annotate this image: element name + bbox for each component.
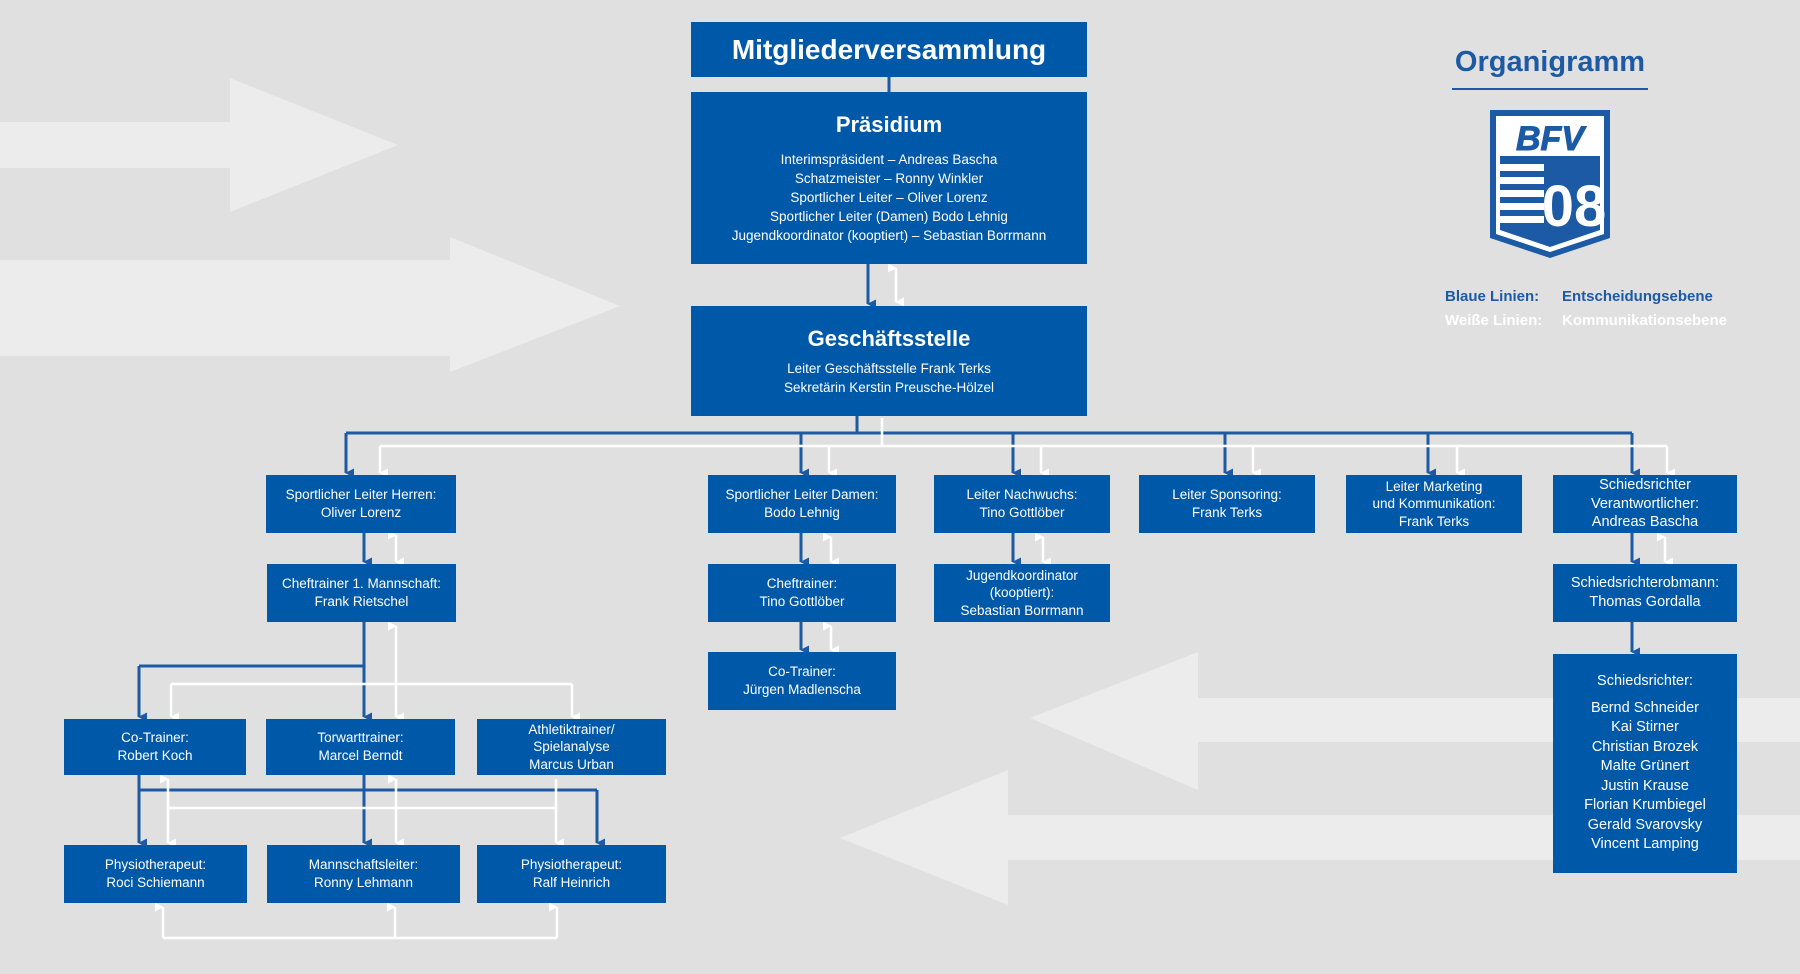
box-line: (kooptiert): bbox=[989, 585, 1055, 601]
schiedsrichter-name: Vincent Lamping bbox=[1591, 836, 1699, 853]
leiter-nachwuchs-box: Leiter Nachwuchs: Tino Gottlöber bbox=[934, 475, 1110, 533]
box-line: Leiter Nachwuchs: bbox=[966, 487, 1078, 503]
praesidium-title: Präsidium bbox=[835, 112, 943, 138]
legend-white-label: Weiße Linien: bbox=[1445, 312, 1543, 329]
box-line: Ralf Heinrich bbox=[532, 875, 611, 890]
legend-blue-label: Blaue Linien: bbox=[1445, 288, 1540, 305]
box-line: Bodo Lehnig bbox=[764, 505, 840, 520]
box-line: Andreas Bascha bbox=[1591, 514, 1699, 531]
praesidium-box: Präsidium Interimspräsident – Andreas Ba… bbox=[691, 92, 1087, 264]
box-line: Roci Schiemann bbox=[106, 875, 205, 890]
schiedsrichter-name: Bernd Schneider bbox=[1590, 699, 1699, 716]
legend-blue-value: Entscheidungsebene bbox=[1562, 288, 1713, 305]
sportlicher-leiter-herren-box: Sportlicher Leiter Herren: Oliver Lorenz bbox=[266, 475, 456, 533]
box-line: Jürgen Madlenscha bbox=[743, 682, 861, 697]
box-line: Spielanalyse bbox=[533, 739, 610, 755]
mitgliederversammlung-title: Mitgliederversammlung bbox=[731, 33, 1047, 65]
praesidium-line: Sportlicher Leiter (Damen) Bodo Lehnig bbox=[770, 208, 1008, 224]
praesidium-line: Sportlicher Leiter – Oliver Lorenz bbox=[790, 189, 988, 205]
praesidium-line: Schatzmeister – Ronny Winkler bbox=[794, 170, 984, 186]
box-line: Sportlicher Leiter Herren: bbox=[285, 487, 437, 503]
co-trainer-koch-box: Co-Trainer: Robert Koch bbox=[64, 719, 246, 775]
schiedsrichter-name: Justin Krause bbox=[1601, 777, 1689, 794]
box-line: Tino Gottlöber bbox=[979, 505, 1065, 520]
schiedsrichter-box: Schiedsrichter: Bernd Schneider Kai Stir… bbox=[1553, 654, 1737, 873]
physiotherapeut-heinrich-box: Physiotherapeut: Ralf Heinrich bbox=[477, 845, 666, 903]
cheftrainer-1-mannschaft-box: Cheftrainer 1. Mannschaft: Frank Rietsch… bbox=[267, 564, 456, 622]
geschaeftsstelle-title: Geschäftsstelle bbox=[807, 325, 971, 351]
legend-white-value: Kommunikationsebene bbox=[1562, 312, 1728, 329]
box-line: Schiedsrichterobmann: bbox=[1570, 575, 1720, 592]
box-line: Thomas Gordalla bbox=[1589, 594, 1701, 610]
logo-text-bfv: BFV bbox=[1516, 120, 1587, 158]
cheftrainer-damen-box: Cheftrainer: Tino Gottlöber bbox=[708, 564, 896, 622]
praesidium-line: Interimspräsident – Andreas Bascha bbox=[780, 151, 998, 167]
box-line: Co-Trainer: bbox=[121, 730, 189, 746]
geschaeftsstelle-line: Leiter Geschäftsstelle Frank Terks bbox=[787, 361, 991, 377]
co-trainer-damen-box: Co-Trainer: Jürgen Madlenscha bbox=[708, 652, 896, 710]
box-line: Leiter Sponsoring: bbox=[1172, 487, 1282, 503]
schiedsrichter-name: Malte Grünert bbox=[1600, 758, 1690, 775]
geschaeftsstelle-box: Geschäftsstelle Leiter Geschäftsstelle F… bbox=[691, 306, 1087, 416]
box-line: Cheftrainer: bbox=[766, 576, 838, 592]
box-line: Frank Terks bbox=[1398, 513, 1470, 529]
box-line: Physiotherapeut: bbox=[520, 857, 623, 873]
mannschaftsleiter-box: Mannschaftsleiter: Ronny Lehmann bbox=[267, 845, 460, 903]
box-line: Ronny Lehmann bbox=[313, 875, 414, 890]
torwarttrainer-box: Torwarttrainer: Marcel Berndt bbox=[266, 719, 455, 775]
leiter-marketing-box: Leiter Marketing und Kommunikation: Fran… bbox=[1346, 475, 1522, 533]
box-line: Verantwortlicher: bbox=[1591, 495, 1699, 512]
box-line: Marcus Urban bbox=[529, 756, 614, 772]
leiter-sponsoring-box: Leiter Sponsoring: Frank Terks bbox=[1139, 475, 1315, 533]
box-line: Jugendkoordinator bbox=[966, 567, 1078, 583]
box-line: Co-Trainer: bbox=[768, 664, 836, 680]
box-line: Oliver Lorenz bbox=[320, 505, 402, 520]
box-line: Marcel Berndt bbox=[318, 748, 403, 763]
physiotherapeut-schiemann-box: Physiotherapeut: Roci Schiemann bbox=[64, 845, 247, 903]
box-line: Mannschaftsleiter: bbox=[308, 857, 419, 873]
box-line: Sportlicher Leiter Damen: bbox=[725, 487, 879, 503]
praesidium-line: Jugendkoordinator (kooptiert) – Sebastia… bbox=[731, 227, 1047, 243]
logo-text-08: 08 bbox=[1542, 174, 1607, 239]
background-arrows bbox=[0, 78, 1800, 905]
bfv-08-logo: BFV 08 bbox=[1490, 110, 1610, 258]
box-line: Robert Koch bbox=[117, 748, 193, 763]
schiedsrichter-name: Gerald Svarovsky bbox=[1587, 816, 1703, 833]
athletiktrainer-box: Athletiktrainer/ Spielanalyse Marcus Urb… bbox=[477, 719, 666, 775]
schiedsrichterobmann-box: Schiedsrichterobmann: Thomas Gordalla bbox=[1553, 564, 1737, 622]
box-line: Sebastian Borrmann bbox=[960, 602, 1084, 618]
schiedsrichter-name: Kai Stirner bbox=[1611, 719, 1679, 736]
schiedsrichter-name: Christian Brozek bbox=[1591, 738, 1699, 755]
box-line: und Kommunikation: bbox=[1372, 496, 1496, 512]
organigramm-underline bbox=[1452, 88, 1648, 90]
box-line: Cheftrainer 1. Mannschaft: bbox=[281, 576, 442, 592]
schiedsrichter-verantwortlicher-box: Schiedsrichter Verantwortlicher: Andreas… bbox=[1553, 475, 1737, 533]
box-line: Torwarttrainer: bbox=[317, 730, 404, 746]
sportlicher-leiter-damen-box: Sportlicher Leiter Damen: Bodo Lehnig bbox=[708, 475, 896, 533]
organigramm-title: Organigramm bbox=[1454, 46, 1646, 78]
schiedsrichter-title: Schiedsrichter: bbox=[1597, 673, 1693, 690]
box-line: Leiter Marketing bbox=[1385, 478, 1483, 494]
box-line: Schiedsrichter bbox=[1599, 476, 1691, 493]
schiedsrichter-name: Florian Krumbiegel bbox=[1584, 797, 1706, 814]
box-line: Tino Gottlöber bbox=[759, 594, 845, 609]
box-line: Physiotherapeut: bbox=[104, 857, 207, 873]
geschaeftsstelle-line: Sekretärin Kerstin Preusche-Hölzel bbox=[783, 380, 995, 396]
jugendkoordinator-box: Jugendkoordinator (kooptiert): Sebastian… bbox=[934, 564, 1110, 622]
box-line: Frank Rietschel bbox=[314, 594, 409, 609]
box-line: Athletiktrainer/ bbox=[528, 721, 615, 737]
box-line: Frank Terks bbox=[1191, 505, 1263, 520]
mitgliederversammlung-box: Mitgliederversammlung bbox=[691, 22, 1087, 77]
